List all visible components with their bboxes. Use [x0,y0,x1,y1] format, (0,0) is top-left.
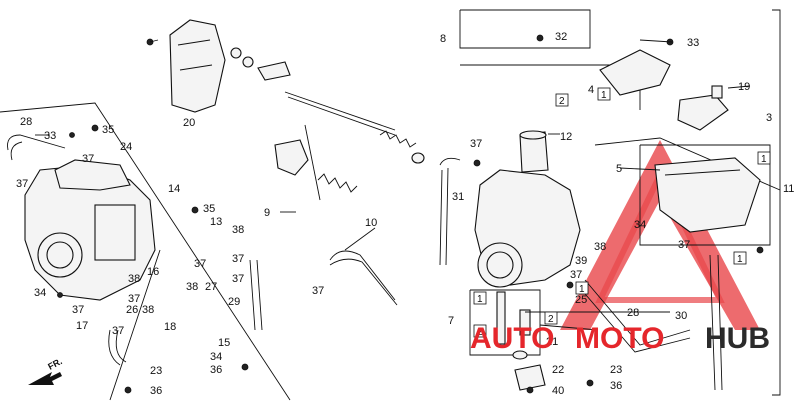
boxed-ref-1: 1 [737,254,743,265]
callout-35: 36 [610,380,622,392]
boxed-ref-1: 1 [601,90,607,101]
hoses [108,157,723,391]
callout-5: 5 [616,163,622,175]
callout-37: 38 [594,241,606,253]
carburetor-body-left [7,134,156,301]
callout-37: 38 [232,224,244,236]
callout-36: 37 [232,253,244,265]
callout-4: 4 [588,84,594,96]
front-direction-indicator: FR. [28,356,64,385]
callout-33: 34 [634,219,646,231]
callout-labels: 28 33 35 24 37 37 20 14 35 13 38 37 9 37… [16,31,794,397]
callout-37: 38 [128,273,140,285]
callout-31: 32 [555,31,567,43]
callout-26: 27 [205,281,217,293]
callout-18: 19 [738,81,750,93]
callout-39: 40 [552,385,564,397]
callout-13: 14 [168,183,180,195]
callout-15: 16 [147,266,159,278]
callout-27: 28 [627,307,639,319]
watermark-text-moto: MOTO [575,322,664,355]
callout-36: 37 [82,153,94,165]
callout-37: 38 [186,281,198,293]
callout-24: 25 [575,294,587,306]
boxed-ref-2: 2 [477,327,483,338]
callout-14: 15 [218,337,230,349]
jet-needle-assembly [496,291,546,391]
callout-22: 23 [610,364,622,376]
boxed-ref-1: 1 [761,154,767,165]
callout-30: 31 [452,191,464,203]
callout-35: 36 [210,364,222,376]
callout-37: 38 [142,304,154,316]
callout-32: 33 [687,37,699,49]
watermark-text-auto: AUTO [470,322,554,355]
callout-33: 34 [34,287,46,299]
callout-38: 39 [575,255,587,267]
callout-8: 9 [264,207,270,219]
callout-20: 21 [546,336,558,348]
top-cover-19 [169,19,291,113]
callout-11: 12 [560,131,572,143]
callout-7: 8 [440,33,446,45]
callout-23: 24 [120,141,132,153]
callout-29: 30 [675,310,687,322]
callout-36: 37 [570,269,582,281]
callout-34: 35 [102,124,114,136]
callout-3: 3 [766,112,772,124]
callout-34: 35 [203,203,215,215]
callout-19: 20 [183,117,195,129]
callout-6: 7 [448,315,454,327]
callout-36: 37 [678,239,690,251]
callout-25: 26 [126,304,138,316]
callout-16: 17 [76,320,88,332]
callout-32: 33 [44,130,56,142]
boxed-ref-2: 2 [548,314,554,325]
callout-36: 37 [16,178,28,190]
fasteners [57,34,764,394]
boxed-ref-2: 2 [559,96,565,107]
carburetor-body-right [474,130,581,288]
boxed-ref-1: 1 [579,284,585,295]
callout-10: 11 [783,183,794,195]
top-cover-right [599,49,729,131]
callout-36: 37 [112,325,124,337]
callout-36: 37 [312,285,324,297]
callout-36: 37 [72,304,84,316]
callout-12: 13 [210,216,222,228]
callout-22: 23 [150,365,162,377]
callout-27: 28 [20,116,32,128]
callout-35: 36 [150,385,162,397]
callout-36: 37 [470,138,482,150]
callout-36: 37 [128,293,140,305]
front-arrow-icon [28,372,62,385]
callout-21: 22 [552,364,564,376]
callout-36: 37 [194,258,206,270]
throttle-shaft-springs [274,91,425,201]
watermark-logo [560,140,760,330]
boxed-ref-1: 1 [477,294,483,305]
callout-17: 18 [164,321,176,333]
watermark-text-hub: HUB [705,322,770,355]
float-chamber-5 [654,157,761,233]
callout-9: 10 [365,217,377,229]
callout-36: 37 [232,273,244,285]
watermark-text: AUTO MOTO HUB [470,322,770,355]
callout-33: 34 [210,351,222,363]
callout-leaders [35,39,751,331]
callout-28: 29 [228,296,240,308]
front-direction-label: FR. [46,356,63,372]
boxed-references: 2 1 1 1 1 2 2 1 [473,87,771,338]
